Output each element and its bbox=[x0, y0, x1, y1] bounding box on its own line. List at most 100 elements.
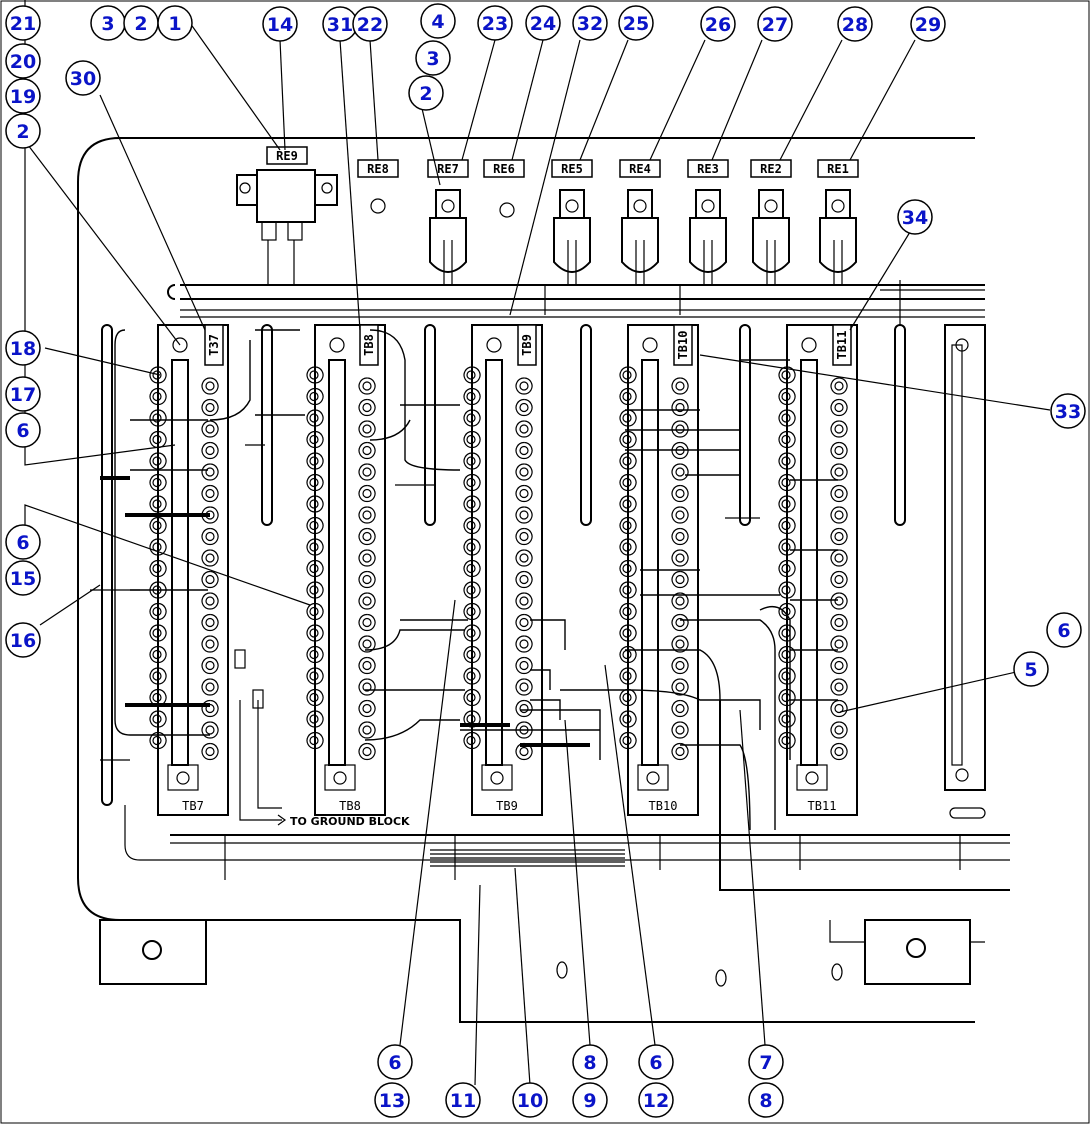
terminal-hole bbox=[834, 703, 844, 714]
callout-11: 11 bbox=[445, 1082, 481, 1118]
callout-circle bbox=[618, 5, 654, 41]
callout-6: 6 bbox=[5, 524, 41, 560]
relay-pin bbox=[261, 221, 277, 241]
terminal-loop-left bbox=[463, 495, 481, 513]
terminal-hole bbox=[205, 467, 215, 477]
terminal-hole bbox=[781, 477, 791, 488]
terminal-hole bbox=[834, 488, 844, 499]
terminal-loop-right bbox=[830, 721, 848, 739]
callout-6: 6 bbox=[1046, 612, 1082, 648]
terminal-loop-right bbox=[201, 678, 219, 696]
terminal-block-screw bbox=[642, 337, 658, 353]
terminal-loop-left bbox=[306, 559, 324, 578]
ground-arrow bbox=[239, 700, 287, 826]
terminal-loop-right bbox=[358, 441, 376, 460]
terminal-hole bbox=[205, 596, 215, 606]
terminal-hole bbox=[781, 585, 791, 595]
terminal-block-foot bbox=[637, 764, 669, 791]
terminal-hole bbox=[675, 703, 685, 714]
callout-20: 20 bbox=[5, 43, 41, 79]
terminal-hole bbox=[519, 682, 529, 692]
terminal-block-frame bbox=[157, 324, 229, 816]
terminal-loop-left bbox=[463, 559, 481, 578]
terminal-block-tag-box bbox=[204, 324, 224, 366]
terminal-block-label: TB7 bbox=[182, 799, 204, 813]
callout-circle bbox=[445, 1082, 481, 1118]
terminal-hole bbox=[205, 553, 215, 563]
terminal-loop-right bbox=[515, 721, 533, 739]
terminal-loop-right bbox=[201, 742, 219, 761]
terminal-hole bbox=[152, 735, 162, 746]
terminal-loop-left bbox=[306, 495, 324, 513]
relay-5: RE5 bbox=[551, 159, 593, 285]
terminal-loop-left bbox=[149, 516, 167, 535]
terminal-hole bbox=[834, 381, 844, 391]
callout-circle bbox=[748, 1082, 784, 1118]
callout-7: 7 bbox=[748, 1044, 784, 1080]
lower-slots bbox=[556, 961, 843, 987]
terminal-hole bbox=[362, 424, 372, 434]
terminal-hole bbox=[519, 746, 529, 757]
terminal-hole bbox=[675, 574, 685, 585]
terminal-loop-left bbox=[463, 366, 481, 384]
terminal-loop-right bbox=[358, 699, 376, 718]
terminal-hole bbox=[466, 671, 476, 681]
terminal-strip bbox=[641, 359, 659, 766]
relay-label: RE8 bbox=[367, 162, 389, 176]
terminal-loop-left bbox=[306, 430, 324, 449]
terminal-loop-left bbox=[463, 581, 481, 599]
terminal-hole bbox=[205, 746, 215, 757]
relay-label-box bbox=[817, 159, 859, 178]
callout-number: 6 bbox=[16, 420, 29, 442]
terminal-loop-right bbox=[515, 484, 533, 503]
terminal-loop-left bbox=[149, 387, 167, 406]
callout-number: 5 bbox=[1024, 659, 1037, 681]
terminal-loop-right bbox=[358, 742, 376, 761]
terminal-loop-right bbox=[671, 441, 689, 460]
terminal-loop-right bbox=[358, 721, 376, 739]
relay-screw bbox=[441, 199, 455, 213]
terminal-loop-left bbox=[619, 366, 637, 384]
callout-2: 2 bbox=[5, 113, 41, 149]
relay-screw bbox=[764, 199, 778, 213]
terminal-hole bbox=[362, 617, 372, 628]
terminal-hole bbox=[834, 510, 844, 520]
relay-2: RE8 bbox=[357, 159, 399, 214]
callout-number: 11 bbox=[450, 1090, 476, 1112]
terminal-hole bbox=[205, 725, 215, 735]
left-mount-bracket bbox=[99, 919, 207, 985]
callout-circle bbox=[5, 524, 41, 560]
callout-number: 6 bbox=[16, 532, 29, 554]
relay-socket bbox=[695, 189, 721, 219]
relay-9: RE1 bbox=[817, 159, 859, 285]
terminal-block-tag: TB9 bbox=[520, 334, 534, 356]
terminal-block-tag: TB8 bbox=[362, 334, 376, 356]
callout-12: 12 bbox=[638, 1082, 674, 1118]
callout-18: 18 bbox=[5, 330, 41, 366]
relay-screw bbox=[321, 182, 333, 194]
terminal-hole bbox=[309, 499, 319, 509]
terminal-hole bbox=[519, 703, 529, 714]
terminal-loop-left bbox=[619, 430, 637, 449]
callout-29: 29 bbox=[910, 6, 946, 42]
terminal-loop-right bbox=[830, 699, 848, 718]
terminal-hole bbox=[205, 402, 215, 413]
terminal-hole bbox=[362, 402, 372, 413]
callout-circle bbox=[512, 1082, 548, 1118]
terminal-loop-right bbox=[671, 656, 689, 675]
callout-circle bbox=[5, 560, 41, 596]
terminal-loop-right bbox=[358, 592, 376, 610]
terminal-loop-right bbox=[515, 463, 533, 481]
relay-label-box bbox=[687, 159, 729, 178]
callout-number: 33 bbox=[1055, 401, 1081, 423]
terminal-loop-right bbox=[671, 570, 689, 589]
callout-2: 2 bbox=[408, 75, 444, 111]
terminal-hole bbox=[362, 531, 372, 542]
terminal-hole bbox=[834, 445, 844, 456]
relay-label-box bbox=[750, 159, 792, 178]
callout-number: 34 bbox=[902, 207, 928, 229]
mounting-stud bbox=[499, 202, 515, 218]
relay-leads bbox=[766, 240, 776, 285]
terminal-hole bbox=[205, 424, 215, 434]
terminal-hole bbox=[205, 531, 215, 542]
